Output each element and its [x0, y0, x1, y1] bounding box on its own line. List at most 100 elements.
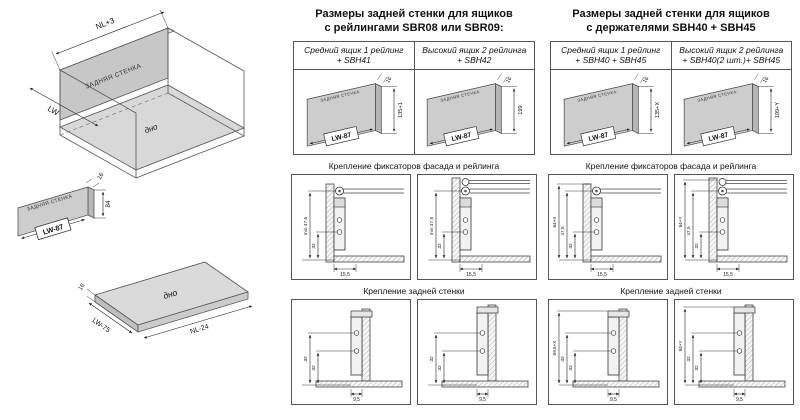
- sbh-back1-box: 59,5+X 32 32 9,5: [548, 298, 668, 405]
- back-thickness-label: 16: [97, 171, 106, 180]
- dim-v0-label: 84+Y: [678, 216, 683, 227]
- bottom-thickness-label: 16: [78, 282, 87, 291]
- dim-v2-label: 32: [568, 243, 574, 249]
- height-label: 135+1: [398, 102, 404, 118]
- dim-v1-label: 32: [686, 356, 692, 362]
- sbh-col1-header-line1: Средний ящик 1 рейлинг: [561, 44, 661, 55]
- sbr-back2-diagram: 32 32 9,5: [428, 304, 529, 403]
- sbh-panel2-cell: задняя стенка LW-87 16 199+Y: [672, 70, 792, 154]
- sbr-table-body: задняя стенка LW-87 16 135+1: [294, 69, 534, 154]
- sbr-backmount-row: 32 32 9,5 32: [287, 298, 541, 405]
- sbr-section: Размеры задней стенки для ящиков с рейли…: [287, 0, 541, 405]
- sbh-fixators-row: 64+X 47,5 32 15,5: [544, 173, 798, 280]
- sbr-fix1-box: min 47,5 32 15,5: [291, 173, 411, 280]
- bottom-width-label: LW-75: [91, 317, 111, 334]
- height-label: 199: [518, 105, 524, 114]
- sbh-back2-box: 84+Y 32 32 9,5: [674, 298, 794, 405]
- dim-v1-label: min 47,5: [429, 216, 435, 235]
- back-thickness-dimension: 16: [85, 171, 106, 188]
- sbh-fix2-box: 84+Y 47,5 32 15,5: [674, 173, 794, 280]
- dim-v1-label: 32: [429, 356, 435, 362]
- sbr-fix2-diagram: min 47,5 32 15,5: [428, 177, 531, 278]
- sbr-col2-header-line2: + SBH42: [457, 55, 492, 66]
- sbr-col2-header: Высокий ящик 2 рейлинга + SBH42: [415, 42, 535, 69]
- sbh-size-table: Средний ящик 1 рейлинг + SBH40 + SBH45 В…: [550, 40, 792, 155]
- dim-v2-label: 32: [694, 365, 700, 371]
- sbr-col1-header: Средний ящик 1 рейлинг + SBH41: [294, 41, 415, 69]
- sbh-fix1-diagram: 64+X 47,5 32 15,5: [552, 183, 662, 278]
- dim-v1-label: min 47,5: [303, 216, 309, 235]
- sbr-size-table: Средний ящик 1 рейлинг + SBH41 Высокий я…: [293, 40, 535, 155]
- sbr-fixators-title: Крепление фиксаторов фасада и рейлинга: [328, 160, 500, 171]
- thickness-label: 16: [385, 76, 393, 84]
- width-label: LW-87: [708, 131, 729, 142]
- sbh-panel2-diagram: задняя стенка LW-87 16 199+Y: [683, 73, 781, 147]
- sbh-panel1-diagram: задняя стенка LW-87 16 135+X: [562, 73, 661, 147]
- sbr-col1-header-line1: Средний ящик 1 рейлинг: [304, 44, 404, 55]
- sbh-col2-header-line2: + SBH40(2 шт.)+ SBH45: [682, 55, 781, 66]
- railing2-icon: [718, 177, 727, 186]
- sbh-backmount-title: Крепление задней стенки: [620, 285, 722, 296]
- sbr-panel2-diagram: задняя стенка LW-87 16 199: [426, 73, 524, 147]
- sbr-title-line1: Размеры задней стенки для ящиков: [315, 8, 513, 20]
- sbr-back1-box: 32 32 9,5: [291, 298, 411, 405]
- dim-v0-label: 84+Y: [678, 340, 683, 351]
- dim-v2-label: 32: [437, 243, 443, 249]
- bottom-depth-label: NL-24: [189, 323, 209, 335]
- sbh-fix2-diagram: 84+Y 47,5 32 15,5: [678, 177, 788, 278]
- sbh-table-header: Средний ящик 1 рейлинг + SBH40 + SBH45 В…: [551, 41, 792, 70]
- dim-v2-label: 32: [568, 365, 574, 371]
- sbr-fix2-box: min 47,5 32 15,5: [417, 173, 537, 280]
- width-dimension: LW-87: [430, 125, 494, 146]
- back-height-dimension: 84: [94, 189, 112, 219]
- sbr-backmount-title: Крепление задней стенки: [363, 285, 465, 296]
- dim-v2-label: 32: [311, 243, 317, 249]
- sbh-panel1-cell: задняя стенка LW-87 16 135+X: [551, 69, 672, 154]
- dim-h-label: 15,5: [597, 272, 607, 278]
- sbr-panel1-diagram: задняя стенка LW-87 16 135+1: [305, 73, 404, 147]
- sbr-back2-box: 32 32 9,5: [417, 298, 537, 405]
- dim-v2-label: 32: [694, 243, 700, 249]
- width-label: LW-87: [588, 131, 609, 142]
- dim-v1-label: 32: [303, 356, 309, 362]
- sbh-table-body: задняя стенка LW-87 16 135+X: [551, 69, 792, 154]
- sbh-title-line1: Размеры задней стенки для ящиков: [572, 8, 770, 20]
- sbh-fix1-box: 64+X 47,5 32 15,5: [548, 173, 668, 280]
- lw-dim-label: LW: [46, 104, 61, 118]
- sbh-title-line2: с держателями SBH40 + SBH45: [586, 21, 756, 34]
- sbr-title-line2: с рейлингами SBR08 или SBR09:: [324, 21, 504, 34]
- drawer-isometric-drawing: задняя стенка дно NL+3 LW задняя стенка …: [16, 9, 253, 339]
- width-dimension: LW-87: [309, 125, 373, 146]
- dim-h-label: 15,5: [466, 272, 476, 278]
- sbh-back1-diagram: 59,5+X 32 32 9,5: [552, 308, 660, 403]
- sbr-col2-header-line1: Высокий ящик 2 рейлинга: [422, 44, 527, 55]
- sbr-back1-diagram: 32 32 9,5: [302, 308, 403, 403]
- drawer-box-outline: [59, 27, 245, 179]
- sbh-backmount-row: 59,5+X 32 32 9,5: [544, 298, 798, 405]
- back-width-dimension: LW-87: [21, 217, 85, 241]
- dim-v1-label: 47,5: [560, 226, 566, 236]
- thickness-label: 16: [505, 76, 513, 84]
- sbh-section: Размеры задней стенки для ящиков с держа…: [544, 0, 798, 405]
- bottom-thickness-dimension: 16: [78, 282, 96, 303]
- sbr-panel1-cell: задняя стенка LW-87 16 135+1: [294, 69, 415, 154]
- dim-h-label: 15,5: [340, 272, 350, 278]
- sbh-fixators-title: Крепление фиксаторов фасада и рейлинга: [585, 160, 757, 171]
- sbh-col1-header: Средний ящик 1 рейлинг + SBH40 + SBH45: [551, 41, 672, 69]
- sbr-col1-header-line2: + SBH41: [336, 55, 371, 66]
- width-dimension: LW-87: [687, 125, 751, 146]
- sbr-table-header: Средний ящик 1 рейлинг + SBH41 Высокий я…: [294, 41, 535, 70]
- back-height-label: 84: [105, 200, 112, 207]
- nl-dim-label: NL+3: [94, 16, 116, 32]
- railing2-icon: [461, 177, 470, 186]
- sbh-col2-header: Высокий ящик 2 рейлинга + SBH40(2 шт.)+ …: [672, 42, 792, 69]
- height-label: 199+Y: [775, 101, 781, 118]
- dim-h-label: 9,5: [353, 397, 360, 403]
- width-label: LW-87: [451, 131, 472, 142]
- dim-v0-label: 59,5+X: [552, 340, 557, 355]
- dim-h-label: 15,5: [723, 272, 733, 278]
- dim-h-label: 9,5: [736, 397, 743, 403]
- height-label: 135+X: [655, 101, 661, 118]
- dim-v1-label: 47,5: [686, 226, 692, 236]
- dim-v1-label: 32: [560, 356, 566, 362]
